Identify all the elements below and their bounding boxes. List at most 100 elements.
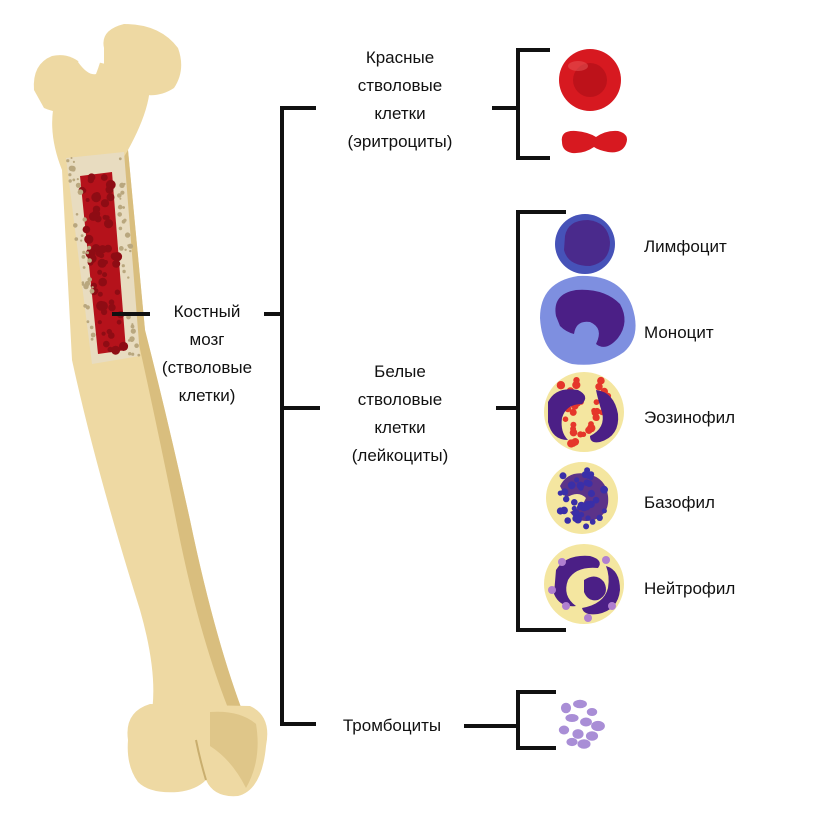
spongy-dot [80,239,83,242]
eosinophil-granule [556,381,566,390]
eosinophil-granule [591,407,597,414]
spongy-dot [124,248,127,251]
platelet [580,717,592,727]
eosinophil-granule [585,426,593,434]
spongy-dot [128,352,132,356]
marrow-speckle [112,259,121,268]
main-bracket [280,106,316,726]
spongy-dot [77,189,84,195]
basophil-granule [563,495,570,503]
marrow-speckle [112,252,123,262]
marrow-label: Костный мозг (стволовые клетки) [161,302,253,405]
spongy-dot [87,277,92,282]
marrow-speckle [108,332,115,339]
basophil-granule [576,481,585,490]
white-bracket [516,210,566,632]
neutrophil-granule [608,602,616,610]
spongy-dot [127,244,130,247]
monocyte-label: Моноцит [644,323,714,342]
monocyte-nucleus [555,289,625,347]
basophil-granule [589,519,596,525]
basophil-granule [596,514,603,521]
platelet [577,739,591,749]
eosinophil-granule [573,377,580,384]
spongy-dot [70,157,73,159]
spongy-dot [66,159,70,163]
spongy-dot [82,266,86,269]
basophil-granule [578,512,585,518]
lymphocyte-cell [555,214,615,274]
spongy-dot [130,328,136,334]
spongy-dot [84,280,91,287]
spongy-dot [82,250,86,254]
eosinophil-granule [595,383,603,391]
basophil-granule [583,523,590,530]
marrow-speckle [101,331,106,336]
spongy-dot [68,179,72,183]
eosinophil-granule [597,376,605,385]
monocyte-cell [540,275,636,365]
marrow-speckle [108,303,116,312]
red-blood-cells [559,49,627,154]
red-cells-label: Красные стволовые клетки (эритроциты) [347,48,453,151]
marrow-speckle [97,291,103,297]
platelet [585,731,599,741]
platelet [591,720,605,732]
neutrophil-granule [558,558,566,566]
marrow-speckle [100,199,110,208]
erythrocyte-highlight [568,61,588,71]
spongy-dot [90,291,93,294]
marrow-speckle [104,215,110,221]
platelets [558,699,605,749]
lymphocyte-nucleus [564,220,610,266]
marrow-speckle [100,174,108,181]
eosinophil-nucleus-right [590,390,619,443]
spongy-dot [131,323,134,326]
platelet [560,702,572,714]
bone-trochanter [33,55,91,112]
spongy-dot [75,182,81,188]
basophil-label: Базофил [644,493,715,512]
spongy-dot [124,232,131,238]
eosinophil-granule [562,416,569,423]
neutrophil-granule [548,586,556,594]
spongy-dot [121,219,126,224]
eosinophil-granule [592,413,600,421]
basophil-granule [587,489,596,498]
spongy-dot [119,182,125,188]
marrow-speckle [111,345,121,355]
eosinophil-granule [588,421,594,427]
bone-condyle-split [195,739,207,781]
eosinophil-granule [570,421,577,428]
spongy-dot [90,332,96,338]
spongy-dot [121,264,125,268]
spongy-dot [74,237,79,241]
spongy-dot [127,276,130,279]
spongy-dot [131,352,135,356]
neutrophil-label: Нейтрофил [644,579,736,598]
spongy-dot [75,213,79,216]
eosinophil-granule [572,380,581,390]
spongy-dot [117,193,122,198]
eosinophil-cell [544,372,624,452]
eosinophil-granule [569,408,577,416]
marrow-speckle [93,192,101,199]
spongy-dot [118,226,123,231]
marrow-speckle [114,289,121,295]
spongy-dot [119,197,122,200]
spongy-dot [129,337,135,343]
spongy-dot [81,255,86,259]
basophil-granule [571,505,577,512]
basophil-granule [592,496,600,504]
spongy-dot [134,343,139,349]
eosinophil-granule [571,438,580,446]
marrow-speckle [106,193,115,202]
eosinophil-granule [577,431,584,438]
platelet [566,737,578,747]
marrow-speckle [103,340,110,348]
marrow-speckle [108,299,115,306]
marrow-speckle [102,272,108,278]
basophil-granule [576,504,583,510]
spongy-dot [89,325,94,330]
basophil-granule [584,503,591,511]
